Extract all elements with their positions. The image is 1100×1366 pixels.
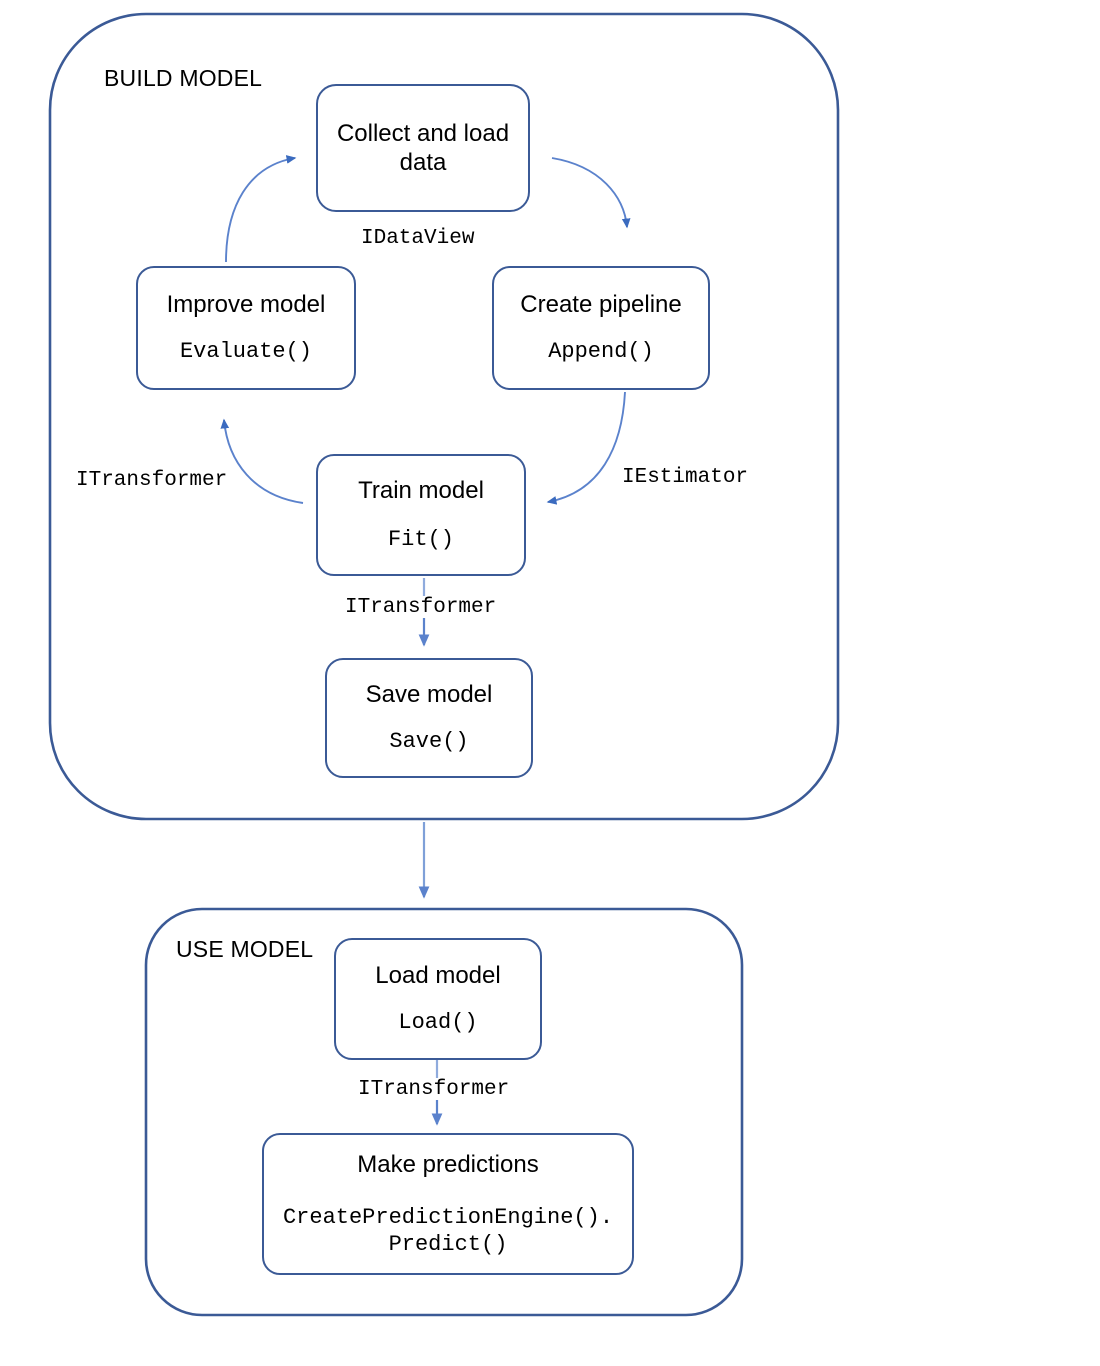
edge-label-itransformer-save: ITransformer <box>345 596 497 619</box>
node-pipeline-code: Append() <box>548 339 654 365</box>
edge-label-itransformer-predict: ITransformer <box>358 1078 510 1101</box>
node-train-model[interactable]: Train model Fit() <box>316 454 526 576</box>
node-create-pipeline[interactable]: Create pipeline Append() <box>492 266 710 390</box>
edge-improve-to-collect <box>225 155 297 263</box>
use-model-label: USE MODEL <box>176 936 314 962</box>
node-load-code: Load() <box>398 1010 478 1036</box>
build-model-label: BUILD MODEL <box>104 65 263 91</box>
node-load-model[interactable]: Load model Load() <box>334 938 542 1060</box>
node-save-code: Save() <box>389 729 469 755</box>
node-predict-code: CreatePredictionEngine(). Predict() <box>282 1205 614 1257</box>
node-improve-model[interactable]: Improve model Evaluate() <box>136 266 356 390</box>
edge-label-idataview: IDataView <box>361 227 475 250</box>
node-make-predictions[interactable]: Make predictions CreatePredictionEngine(… <box>262 1133 634 1275</box>
edge-label-itransformer-improve: ITransformer <box>76 469 228 492</box>
node-save-model[interactable]: Save model Save() <box>325 658 533 778</box>
node-collect-title: Collect and load data <box>336 119 510 176</box>
node-pipeline-title: Create pipeline <box>520 291 682 319</box>
node-train-title: Train model <box>358 477 484 505</box>
node-load-title: Load model <box>375 962 501 990</box>
node-improve-title: Improve model <box>166 291 326 319</box>
node-predict-title: Make predictions <box>357 1150 539 1178</box>
edge-pipeline-to-train <box>546 391 626 505</box>
edge-collect-to-pipeline <box>551 157 631 229</box>
node-train-code: Fit() <box>387 527 454 553</box>
node-save-title: Save model <box>365 681 493 709</box>
edge-label-iestimator: IEstimator <box>622 466 749 489</box>
node-collect-and-load-data[interactable]: Collect and load data <box>316 84 530 212</box>
edge-train-to-improve <box>220 418 304 504</box>
node-improve-code: Evaluate() <box>179 339 313 365</box>
